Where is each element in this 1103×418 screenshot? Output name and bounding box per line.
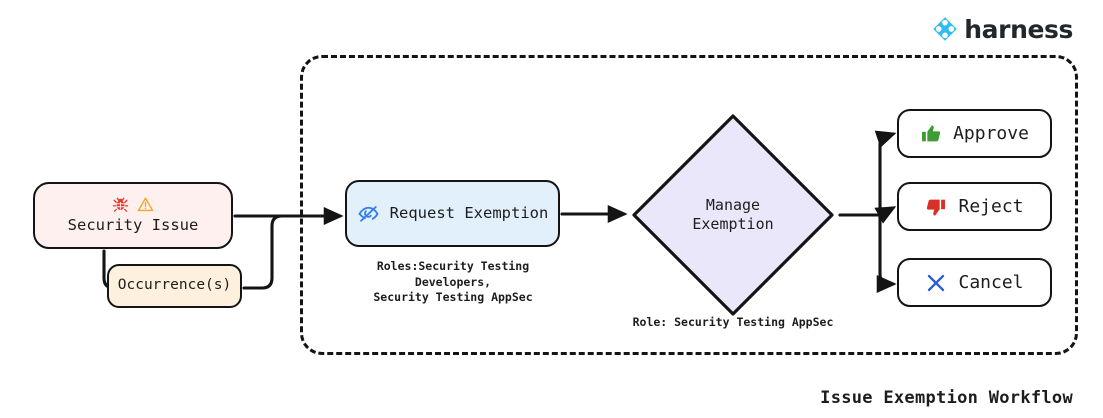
warning-triangle-icon [137, 197, 154, 212]
harness-diamond-icon [933, 17, 958, 41]
node-occurrences-label: Occurrence(s) [117, 277, 232, 294]
node-security-issue[interactable]: Security Issue [33, 182, 233, 249]
x-cross-icon [928, 274, 945, 291]
thumbs-up-icon [922, 124, 941, 141]
eye-slash-icon [358, 206, 379, 222]
diagram-title: Issue Exemption Workflow [820, 388, 1073, 408]
diamond-shape [632, 114, 834, 316]
node-security-issue-label: Security Issue [67, 216, 199, 235]
node-request-exemption[interactable]: Request Exemption [345, 180, 560, 247]
node-request-exemption-label: Request Exemption [389, 204, 549, 223]
node-cancel[interactable]: Cancel [897, 258, 1052, 307]
thumbs-down-icon [927, 199, 946, 216]
node-reject-label: Reject [958, 195, 1024, 217]
caption-manage-exemption-role: Role: Security Testing AppSec [632, 315, 834, 329]
node-occurrences[interactable]: Occurrence(s) [107, 264, 242, 308]
node-manage-exemption-label: Manage Exemption [692, 195, 774, 234]
node-reject[interactable]: Reject [897, 182, 1052, 231]
exemption-workflow-group-boundary [300, 55, 1078, 355]
node-approve-label: Approve [953, 122, 1029, 144]
caption-request-exemption-roles: Roles:Security Testing Developers, Secur… [373, 259, 533, 305]
node-cancel-label: Cancel [958, 271, 1024, 293]
brand-logo: harness [932, 16, 1073, 42]
security-issue-icon-row [112, 196, 154, 213]
node-manage-exemption[interactable]: Manage Exemption [628, 110, 838, 320]
node-approve[interactable]: Approve [897, 109, 1052, 158]
bug-icon [112, 197, 129, 213]
brand-name: harness [964, 14, 1073, 44]
